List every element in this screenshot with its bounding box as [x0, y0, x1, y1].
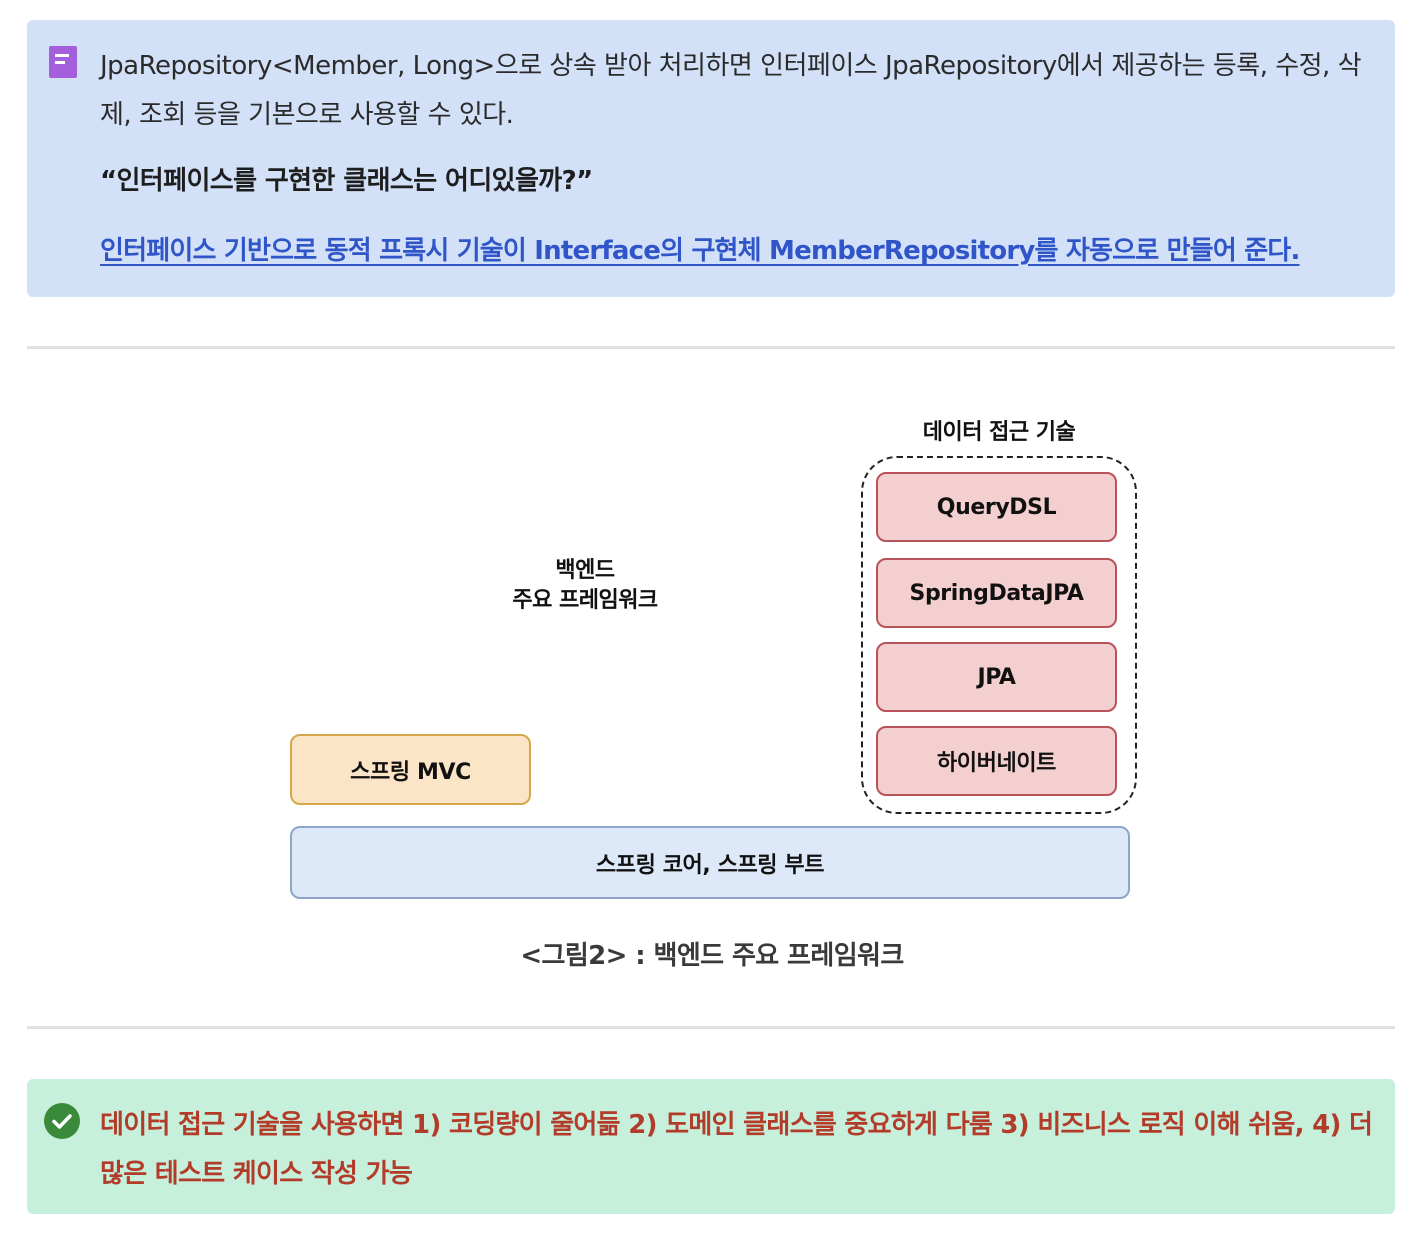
data-access-group-title: 데이터 접근 기술	[922, 420, 1076, 445]
tech-box-jpa: JPA	[876, 642, 1117, 712]
note-icon	[49, 46, 77, 78]
info-question: “인터페이스를 구현한 클래스는 어디있을까?”	[100, 166, 593, 196]
info-paragraph: JpaRepository<Member, Long>으로 상속 받아 처리하면…	[100, 51, 1362, 130]
backend-label-line1: 백엔드	[555, 558, 615, 583]
info-link[interactable]: 인터페이스 기반으로 동적 프록시 기술이 Interface의 구현체 Mem…	[100, 236, 1300, 266]
divider-bottom	[27, 1026, 1395, 1029]
backend-label: 백엔드 주요 프레임워크	[470, 556, 700, 616]
figure-caption: <그림2> : 백엔드 주요 프레임워크	[520, 941, 904, 971]
success-callout: 데이터 접근 기술을 사용하면 1) 코딩량이 줄어듦 2) 도메인 클래스를 …	[27, 1079, 1395, 1214]
divider-top	[27, 346, 1395, 349]
check-circle-icon	[44, 1103, 80, 1139]
spring-mvc-box: 스프링 MVC	[290, 734, 531, 805]
success-text: 데이터 접근 기술을 사용하면 1) 코딩량이 줄어듦 2) 도메인 클래스를 …	[100, 1110, 1373, 1189]
info-callout: JpaRepository<Member, Long>으로 상속 받아 처리하면…	[27, 20, 1395, 297]
tech-box-hibernate: 하이버네이트	[876, 726, 1117, 796]
backend-label-line2: 주요 프레임워크	[512, 588, 658, 613]
tech-box-querydsl: QueryDSL	[876, 472, 1117, 542]
spring-core-box: 스프링 코어, 스프링 부트	[290, 826, 1130, 899]
info-callout-body: JpaRepository<Member, Long>으로 상속 받아 처리하면…	[100, 42, 1370, 271]
tech-box-springdatajpa: SpringDataJPA	[876, 558, 1117, 628]
data-access-group	[861, 456, 1137, 814]
